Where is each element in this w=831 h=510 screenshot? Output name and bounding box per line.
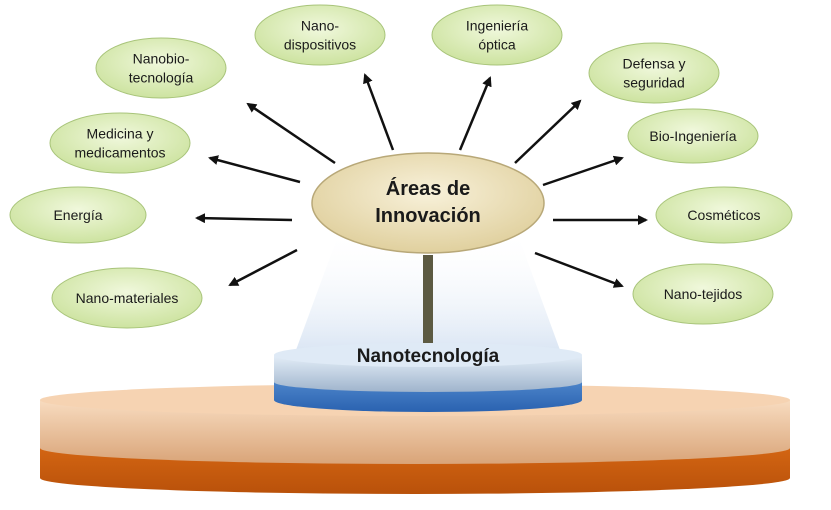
area-node-ingenieria-optica: Ingeniería óptica — [431, 4, 563, 66]
area-label: Nano-materiales — [76, 290, 179, 306]
area-ellipse — [95, 37, 227, 99]
area-node-defensa-seguridad: Defensa y seguridad — [588, 42, 720, 104]
arrow-to-bio-ingenieria — [542, 155, 624, 187]
arrow-to-energia — [195, 213, 293, 224]
area-label: dispositivos — [284, 37, 356, 53]
area-ellipse — [627, 108, 759, 164]
area-node-nano-materiales: Nano-materiales — [51, 267, 203, 329]
arrow-to-medicina — [208, 155, 301, 184]
area-ellipse — [51, 267, 203, 329]
arrow-to-nano-materiales — [228, 248, 298, 287]
area-node-nanobiotecnologia: Nanobio-tecnología — [95, 37, 227, 99]
area-ellipse — [632, 263, 774, 325]
nanotechnology-disk: Nanotecnología — [274, 343, 582, 412]
area-label: Nano- — [301, 18, 339, 34]
area-ellipse — [9, 186, 147, 244]
area-label: Defensa y — [622, 56, 685, 72]
center-label-line2: Innovación — [375, 205, 481, 227]
area-label: Ingeniería — [466, 18, 528, 34]
area-ellipse — [254, 4, 386, 66]
area-node-nano-tejidos: Nano-tejidos — [632, 263, 774, 325]
area-ellipse — [49, 112, 191, 174]
area-label: Energía — [53, 207, 102, 223]
area-node-bio-ingenieria: Bio-Ingeniería — [627, 108, 759, 164]
area-ellipse — [655, 186, 793, 244]
area-label: Cosméticos — [687, 207, 760, 223]
area-label: seguridad — [623, 75, 685, 91]
area-ellipse — [431, 4, 563, 66]
arrow-to-defensa-seguridad — [514, 99, 582, 164]
area-node-nano-dispositivos: Nano-dispositivos — [254, 4, 386, 66]
stem — [423, 255, 433, 343]
area-label: Medicina y — [87, 126, 154, 142]
center-node: Áreas de Innovación — [311, 152, 545, 254]
arrow-to-nano-tejidos — [534, 251, 624, 288]
area-ellipse — [588, 42, 720, 104]
arrow-to-nano-dispositivos — [363, 73, 395, 151]
center-label-line1: Áreas de — [386, 177, 471, 200]
area-label: Nanobio- — [133, 51, 190, 67]
area-label: tecnología — [129, 70, 194, 86]
area-label: Nano-tejidos — [664, 286, 743, 302]
area-label: Bio-Ingeniería — [649, 128, 736, 144]
area-label: medicamentos — [74, 145, 165, 161]
area-node-cosmeticos: Cosméticos — [655, 186, 793, 244]
arrow-to-nanobiotecnologia — [246, 102, 336, 165]
nanotechnology-label: Nanotecnología — [357, 346, 500, 367]
area-label: óptica — [478, 37, 516, 53]
area-node-medicina: Medicina y medicamentos — [49, 112, 191, 174]
arrow-to-ingenieria-optica — [458, 76, 492, 151]
area-node-energia: Energía — [9, 186, 147, 244]
